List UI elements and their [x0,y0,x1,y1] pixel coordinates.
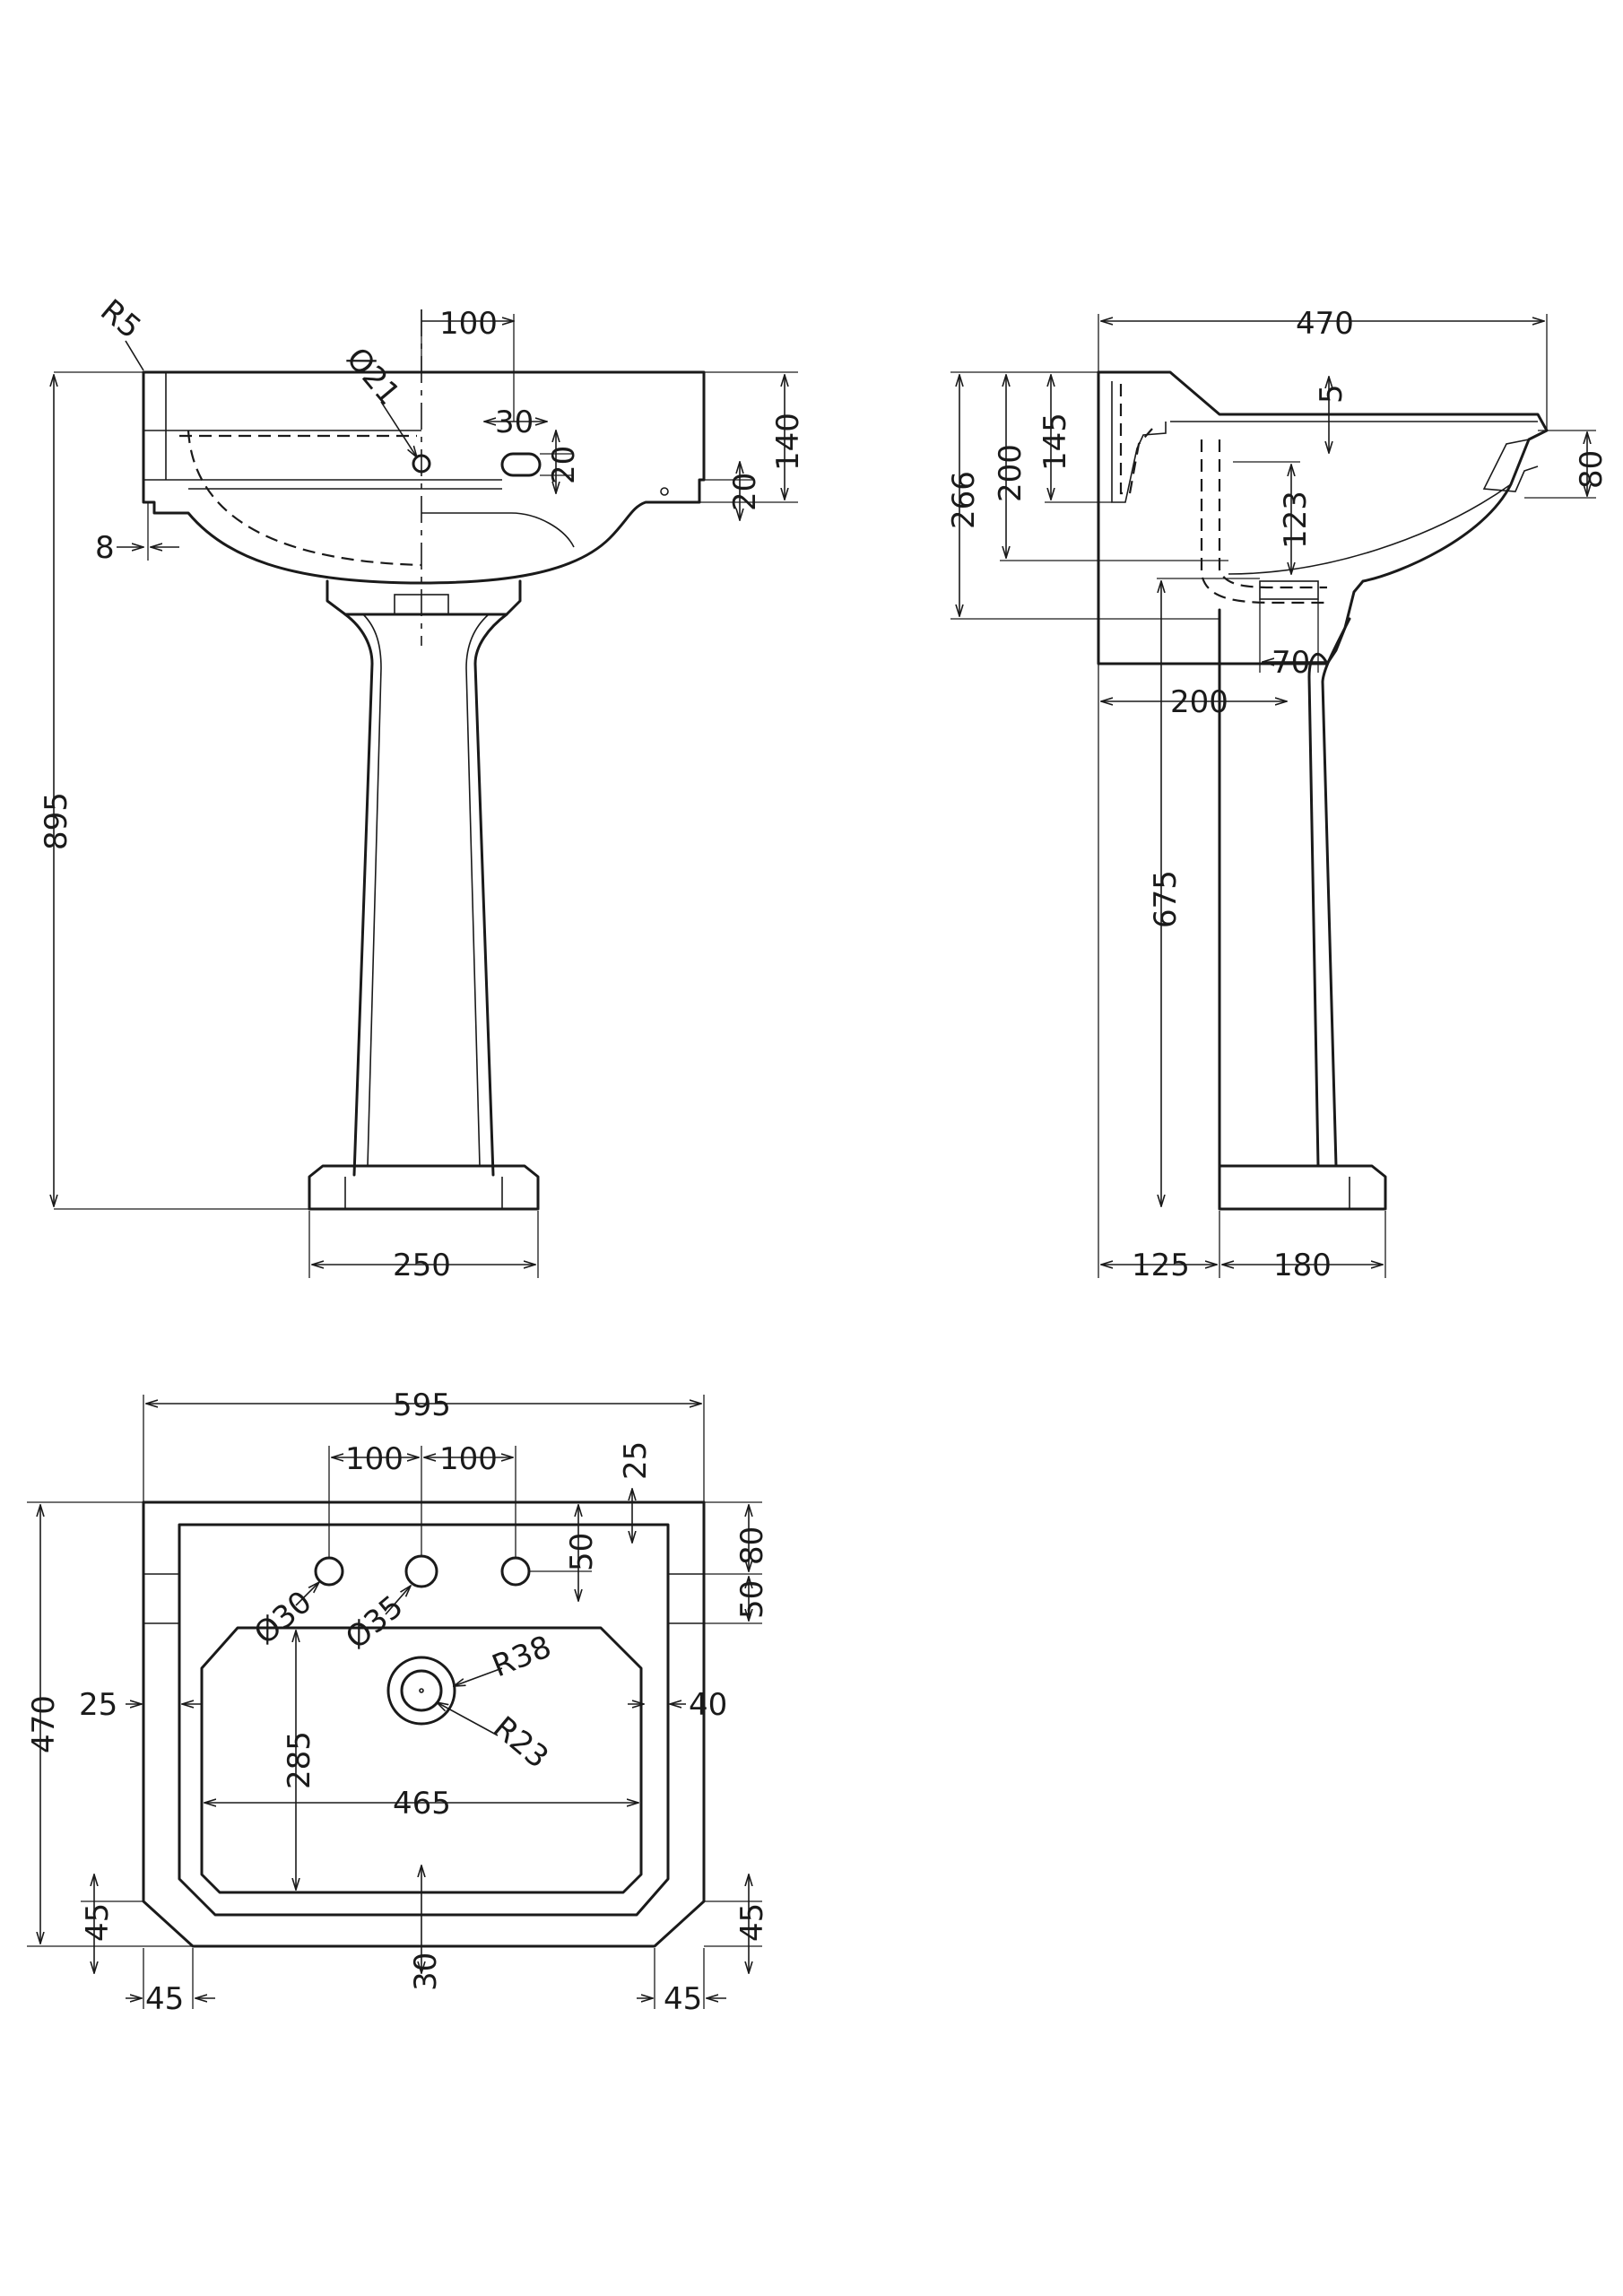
side-pedestal-base [1218,1164,1387,1211]
side-label-200v: 200 [993,444,1028,502]
plan-inner-outline [178,1523,670,1917]
front-label-tap-hole: Ø21 [339,341,407,412]
plan-waste-inner [400,1669,443,1712]
side-view: 470 5 266 200 145 80 123 70 200 675 125 [946,306,1610,1283]
side-label-675: 675 [1148,870,1184,928]
plan-label-40: 40 [689,1687,727,1723]
side-label-266: 266 [946,471,982,529]
side-bowl-curve [1228,483,1512,575]
plan-label-25left: 25 [79,1687,117,1723]
front-label-895: 895 [39,792,74,850]
plan-tap-hole-right [500,1556,531,1587]
side-label-80: 80 [1574,450,1610,489]
front-view: 100 895 R5 Ø21 30 20 140 20 8 250 [39,292,806,1283]
front-overflow-slot [500,452,542,477]
side-bowl-hidden [1200,439,1327,604]
side-label-180: 180 [1273,1248,1332,1283]
side-basin-outline [1097,370,1549,665]
front-pedestal-body [343,613,508,1177]
front-pedestal-inner [362,613,490,1167]
plan-label-45left: 45 [80,1903,116,1942]
front-small-hole [660,487,669,496]
plan-label-465: 465 [393,1786,451,1822]
side-label-145: 145 [1037,413,1073,471]
side-label-200h: 200 [1170,684,1228,720]
side-back-wall-hidden [1119,384,1153,495]
front-label-20a: 20 [546,446,582,484]
plan-label-100a: 100 [345,1441,404,1477]
plan-waste-outer [386,1656,456,1726]
front-label-30: 30 [495,404,534,440]
plan-label-595: 595 [393,1387,451,1423]
front-overflow-profile [421,512,575,548]
side-label-470: 470 [1296,306,1354,342]
plan-tap-hole-left [314,1556,344,1587]
side-front-lip [1482,439,1539,492]
plan-label-80: 80 [734,1526,770,1565]
plan-tap-hole-centre [404,1554,438,1588]
plan-label-50a: 50 [564,1533,600,1571]
side-bowl-hidden-2 [1218,439,1327,589]
plan-bowl-outline [200,1626,643,1894]
plan-label-50b: 50 [734,1580,770,1619]
front-basin-outline [142,370,706,585]
plan-waste-centre [419,1688,424,1693]
front-label-100: 100 [439,306,498,342]
front-label-r5: R5 [93,292,147,346]
side-label-125: 125 [1132,1248,1190,1283]
side-label-70: 70 [1271,645,1310,681]
side-pedestal-body [1218,608,1351,1177]
plan-label-r23: R23 [486,1709,555,1776]
front-pedestal-base [308,1164,540,1211]
plan-label-45right: 45 [734,1903,770,1942]
front-label-8: 8 [95,530,115,566]
front-label-20b: 20 [727,473,763,511]
side-label-5: 5 [1314,384,1350,404]
plan-label-30: 30 [408,1952,444,1991]
plan-label-25top: 25 [618,1441,654,1480]
plan-label-285: 285 [282,1731,317,1789]
front-label-140: 140 [770,413,806,471]
plan-label-45br: 45 [664,1981,702,2017]
plan-label-45bl: 45 [145,1981,184,2017]
plan-label-470: 470 [26,1695,62,1753]
front-pedestal-top [325,579,522,616]
front-label-250: 250 [393,1248,451,1283]
front-bowl-hidden [187,430,422,567]
plan-label-100b: 100 [439,1441,498,1477]
side-waste-box [1259,580,1319,600]
plan-label-r38: R38 [487,1629,556,1684]
side-label-123: 123 [1278,491,1314,549]
plan-view: 595 100 100 470 25 50 80 50 Ø30 Ø35 R38 … [26,1387,770,2017]
